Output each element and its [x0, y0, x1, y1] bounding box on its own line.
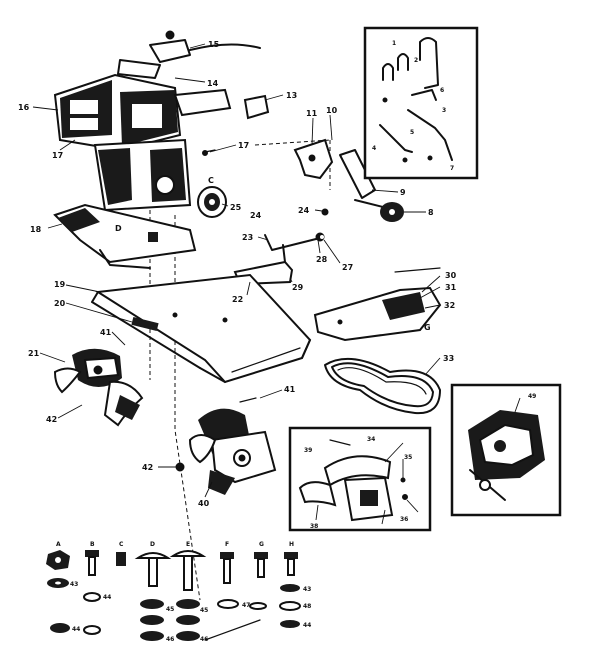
hw-num-46b: 46 [200, 636, 208, 643]
callout-24b: 24 [250, 211, 262, 220]
hw-letter-G: G [259, 541, 264, 548]
callout-31: 31 [445, 283, 457, 292]
callout-41a: 41 [100, 328, 112, 337]
inset-num-1: 1 [392, 40, 396, 47]
inset-num-2: 2 [414, 57, 418, 64]
inset-bracket-detail [288, 426, 432, 532]
callout-28: 28 [316, 255, 328, 264]
callout-21: 21 [28, 349, 40, 358]
callout-24a: 24 [298, 206, 310, 215]
callout-10: 10 [326, 106, 338, 115]
callout-22: 22 [232, 295, 243, 304]
callout-19: 19 [54, 280, 66, 289]
hw-num-47: 47 [242, 602, 250, 609]
callout-33: 33 [443, 354, 454, 363]
callout-40: 40 [198, 499, 210, 508]
callout-14: 14 [207, 79, 219, 88]
callout-20: 20 [54, 299, 66, 308]
hw-num-43a: 43 [70, 581, 78, 588]
callout-labels: 15 14 16 17 13 17 11 10 C 25 9 8 24 24 2… [18, 40, 536, 530]
hw-num-44b: 44 [303, 622, 311, 629]
callout-36: 36 [400, 516, 408, 523]
inset-num-5: 5 [410, 129, 414, 136]
hw-num-44a: 44 [103, 594, 111, 601]
hw-num-48: 48 [303, 603, 311, 610]
callout-25: 25 [230, 203, 242, 212]
callout-34: 34 [367, 436, 375, 443]
callout-8: 8 [428, 208, 434, 217]
hardware-labels: A B C D E F G H 43 44 45 46 47 43 48 44 … [56, 541, 311, 643]
hw-num-46a: 46 [166, 636, 174, 643]
callout-16: 16 [18, 103, 30, 112]
callout-18: 18 [30, 225, 42, 234]
callout-15: 15 [208, 40, 220, 49]
hw-num-44c: 44 [72, 626, 80, 633]
callout-42b: 42 [142, 463, 153, 472]
belt-guard [313, 267, 442, 342]
callout-30: 30 [445, 271, 457, 280]
callout-29: 29 [292, 283, 304, 292]
hw-letter-E: E [186, 541, 190, 548]
hw-num-43b: 43 [303, 586, 311, 593]
callout-17a: 17 [52, 151, 63, 160]
engine-mount-plate [53, 203, 197, 269]
hw-num-45a: 45 [166, 606, 174, 613]
callout-41b: 41 [284, 385, 296, 394]
callout-D: D [115, 224, 122, 233]
v-belts [324, 357, 441, 415]
tine-assembly-right [175, 397, 277, 495]
callout-42a: 42 [46, 415, 57, 424]
callout-17b: 17 [238, 141, 249, 150]
hardware-row [46, 550, 301, 641]
inset-num-4: 4 [372, 145, 376, 152]
callout-39: 39 [304, 447, 312, 454]
hw-letter-B: B [90, 541, 95, 548]
hw-num-45b: 45 [200, 607, 208, 614]
callout-13: 13 [286, 91, 297, 100]
callout-9: 9 [400, 188, 406, 197]
pulley [197, 186, 227, 218]
hw-letter-D: D [150, 541, 155, 548]
engine-assembly [53, 30, 270, 212]
callout-27: 27 [342, 263, 353, 272]
inset-num-7: 7 [450, 165, 454, 172]
callout-35: 35 [404, 454, 412, 461]
callout-23: 23 [242, 233, 253, 242]
callout-38: 38 [310, 523, 318, 530]
inset-transmission-detail [450, 383, 562, 517]
hw-letter-C: C [119, 541, 124, 548]
inset-num-6: 6 [440, 87, 444, 94]
callout-32: 32 [444, 301, 455, 310]
hw-letter-A: A [56, 541, 61, 548]
hw-letter-F: F [225, 541, 229, 548]
callout-11: 11 [306, 109, 318, 118]
inset-tl-labels: 1 2 3 4 5 6 7 [372, 40, 454, 172]
leader-lines [32, 43, 521, 525]
tine-shield [91, 273, 312, 384]
inset-num-3: 3 [442, 107, 446, 114]
tine-assembly-left [53, 348, 144, 427]
hw-letter-H: H [289, 541, 294, 548]
callout-49: 49 [528, 393, 536, 400]
callout-G: G [424, 323, 431, 332]
callout-C: C [208, 176, 214, 185]
inset-hitch-pin-detail [363, 26, 479, 180]
